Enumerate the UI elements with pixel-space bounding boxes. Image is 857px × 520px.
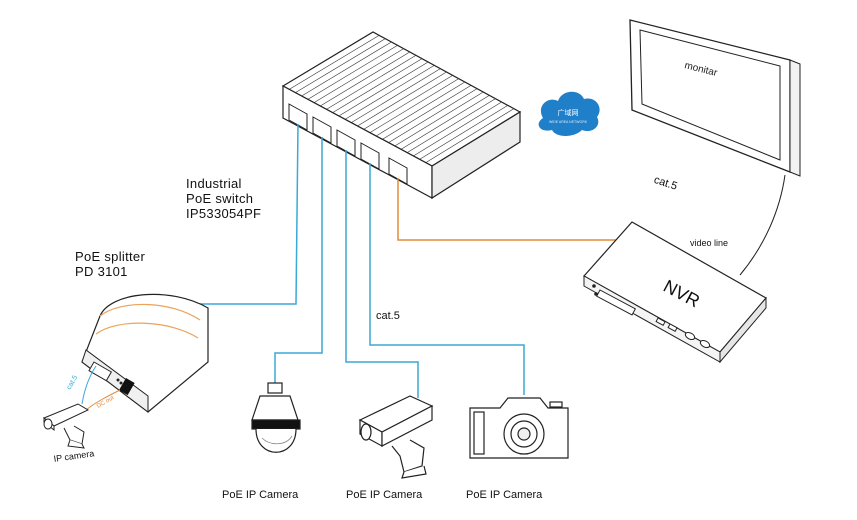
switch-fin [425, 108, 515, 163]
dome-camera [251, 382, 301, 453]
switch-label-line2: PoE switch [186, 191, 254, 206]
cloud-sub-label: WIDE AREA NETWORK [549, 120, 588, 124]
cloud-label: 广域网 [558, 108, 579, 117]
poe-splitter: cat.5 DC out [66, 293, 209, 414]
switch-fin [344, 65, 435, 120]
cable-camera-dslr [369, 163, 525, 395]
cable-splitter [190, 123, 299, 305]
switch-fin [388, 88, 478, 143]
switch-fin [301, 41, 392, 97]
splitter-label-line1: PoE splitter [75, 249, 146, 264]
video-line-label: video line [690, 238, 729, 248]
poe-switch [281, 31, 522, 200]
switch-fin [363, 75, 453, 130]
cable-cat5-center-label: cat.5 [376, 310, 400, 322]
switch-label: Industrial PoE switch IP533054PF [186, 176, 261, 221]
switch-fin [369, 78, 459, 133]
switch-label-line1: Industrial [186, 176, 242, 191]
monitor: monitar [629, 19, 801, 177]
switch-fin [413, 101, 502, 157]
nvr-cable [397, 178, 620, 241]
splitter-cat5-label: cat.5 [66, 374, 80, 391]
monitor-video-cable [739, 174, 786, 276]
switch-ports [288, 103, 408, 185]
box-camera [358, 395, 434, 479]
cable-camera-box [345, 150, 419, 398]
splitter-label-line2: PD 3101 [75, 264, 128, 279]
camera-label-3: PoE IP Camera [466, 489, 543, 501]
dslr-camera [469, 397, 569, 459]
switch-fin [394, 91, 484, 147]
switch-fin [357, 71, 447, 127]
switch-fin [338, 61, 429, 117]
switch-fin [419, 105, 508, 160]
cable-camera-dome [274, 137, 323, 383]
splitter-label: PoE splitter PD 3101 [75, 249, 145, 279]
poe-cables [190, 123, 525, 398]
switch-fin [313, 48, 404, 103]
camera-label-2: PoE IP Camera [346, 489, 423, 501]
camera-label-1: PoE IP Camera [222, 489, 299, 501]
switch-fin [320, 51, 410, 107]
switch-fin [375, 81, 466, 137]
switch-fin [289, 35, 380, 90]
wan-cloud-icon: 广域网 WIDE AREA NETWORK [538, 91, 600, 136]
switch-label-line3: IP533054PF [186, 206, 262, 221]
switch-fin [407, 98, 496, 153]
switch-fin [332, 58, 423, 113]
switch-fin [326, 55, 417, 110]
switch-fin [400, 95, 490, 150]
switch-fin [295, 38, 386, 93]
switch-fin [382, 85, 472, 140]
nvr-device: NVR [583, 221, 767, 364]
switch-fin [351, 68, 441, 123]
ip-camera-small [43, 403, 90, 449]
switch-fin [307, 45, 398, 100]
